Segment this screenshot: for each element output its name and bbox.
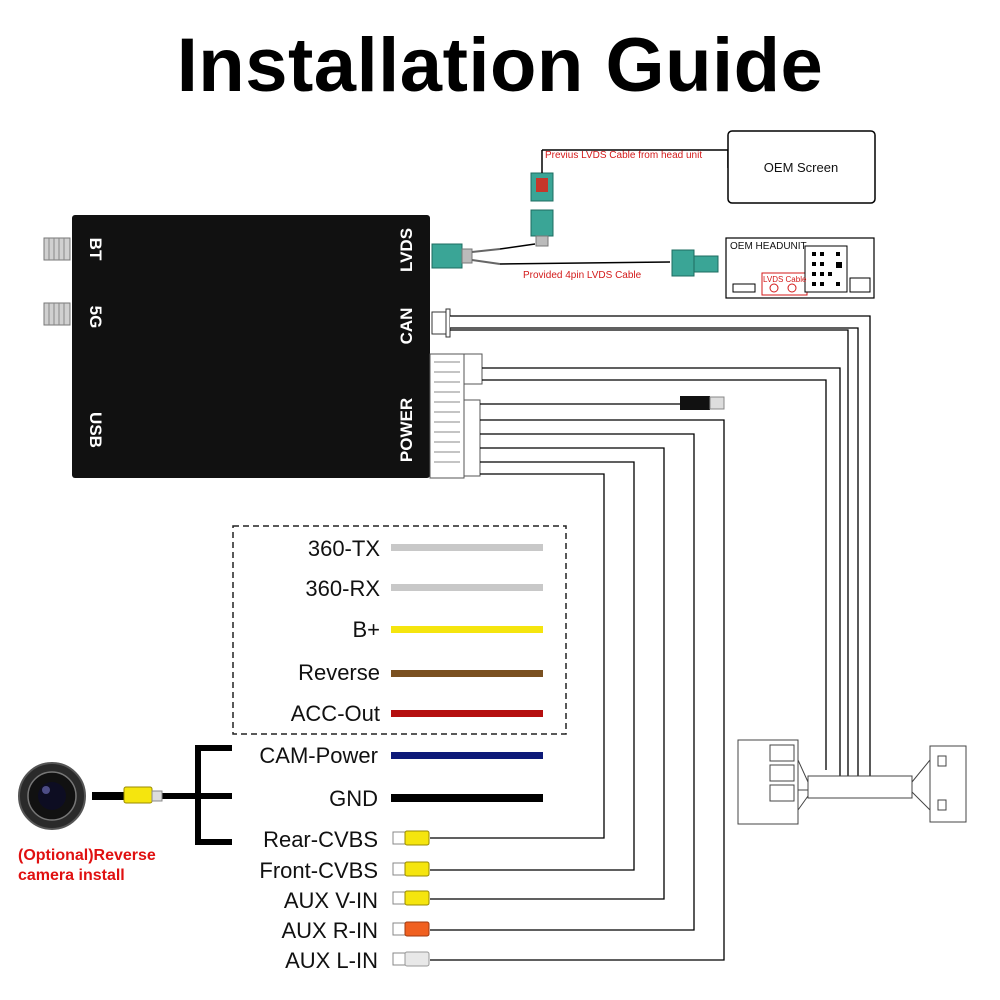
optional-camera-label: (Optional)Reverse camera install [18, 846, 198, 886]
wire-line-acc-out [391, 710, 543, 717]
vehicle-harness [737, 739, 967, 825]
lvds-inline-connector [530, 149, 729, 247]
rca-aux-v-in: AUX V-IN [284, 888, 430, 913]
wire-label-reverse: Reverse [298, 660, 380, 685]
wire-gnd: GND [329, 786, 543, 811]
camera-bracket [160, 745, 232, 845]
wire-label-acc-out: ACC-Out [291, 701, 380, 726]
5g-antenna-connector [43, 302, 71, 326]
wire-line-reverse [391, 670, 543, 677]
rca-plug-aux-l-in [404, 951, 430, 967]
wire-line-360-tx [391, 544, 543, 551]
optional-camera-line-2: camera install [18, 867, 125, 884]
power-plug [680, 396, 725, 410]
port-label-lvds: LVDS [397, 228, 416, 272]
wire-label-gnd: GND [329, 786, 378, 811]
rca-aux-r-in: AUX R-IN [281, 918, 430, 943]
wire-label-cam-power: CAM-Power [259, 743, 378, 768]
rca-label-aux-v-in: AUX V-IN [284, 888, 378, 913]
rca-aux-l-in: AUX L-IN [285, 948, 430, 973]
rca-label-front-cvbs: Front-CVBS [259, 858, 378, 883]
optional-camera-line-1: (Optional)Reverse [18, 847, 156, 864]
rca-plug-aux-v-in [404, 890, 430, 906]
oem-headunit-label: OEM HEADUNIT [730, 241, 807, 252]
wire-line-360-rx [391, 584, 543, 591]
wire-label-360-tx: 360-TX [308, 536, 380, 561]
rca-plug-front-cvbs [404, 861, 430, 877]
rca-plug-rear-cvbs [404, 830, 430, 846]
port-label-power: POWER [397, 398, 416, 462]
port-label-5g: 5G [86, 306, 105, 329]
port-label-bt: BT [86, 238, 105, 261]
wire-line-gnd [391, 794, 543, 802]
wire-360-rx: 360-RX [305, 576, 543, 601]
wire-reverse: Reverse [298, 660, 543, 685]
wire-label-b-plus: B+ [352, 617, 380, 642]
port-label-can: CAN [397, 308, 416, 345]
rca-front-cvbs: Front-CVBS [259, 858, 430, 883]
wire-b-plus: B+ [352, 617, 543, 642]
wire-line-b-plus [391, 626, 543, 633]
provided-lvds-connector [671, 249, 719, 277]
provided-lvds-label: Provided 4pin LVDS Cable [523, 270, 642, 281]
wire-360-tx: 360-TX [308, 536, 543, 561]
wire-label-360-rx: 360-RX [305, 576, 380, 601]
module-box [72, 215, 430, 478]
lvds-module-connector [431, 243, 671, 269]
camera-icon [18, 762, 86, 830]
oem-screen-box [727, 130, 876, 204]
rca-plug-aux-r-in [404, 921, 430, 937]
page-title: Installation Guide [176, 23, 824, 108]
camera-cable [92, 786, 163, 804]
headunit-lvds-cable-label: LVDS Cable [763, 275, 807, 284]
power-harness-lines [430, 367, 841, 961]
oem-screen-label: OEM Screen [764, 160, 838, 175]
previous-lvds-label: Previus LVDS Cable from head unit [545, 150, 702, 161]
wire-line-cam-power [391, 752, 543, 759]
rca-label-rear-cvbs: Rear-CVBS [263, 827, 378, 852]
power-connector [429, 353, 483, 479]
rca-label-aux-l-in: AUX L-IN [285, 948, 378, 973]
rca-label-aux-r-in: AUX R-IN [281, 918, 378, 943]
wire-cam-power: CAM-Power [259, 743, 543, 768]
bt-antenna-connector [43, 237, 71, 261]
rca-rear-cvbs: Rear-CVBS [263, 827, 430, 852]
oem-headunit [725, 237, 875, 299]
port-label-usb: USB [86, 412, 105, 448]
wire-acc-out: ACC-Out [291, 701, 543, 726]
